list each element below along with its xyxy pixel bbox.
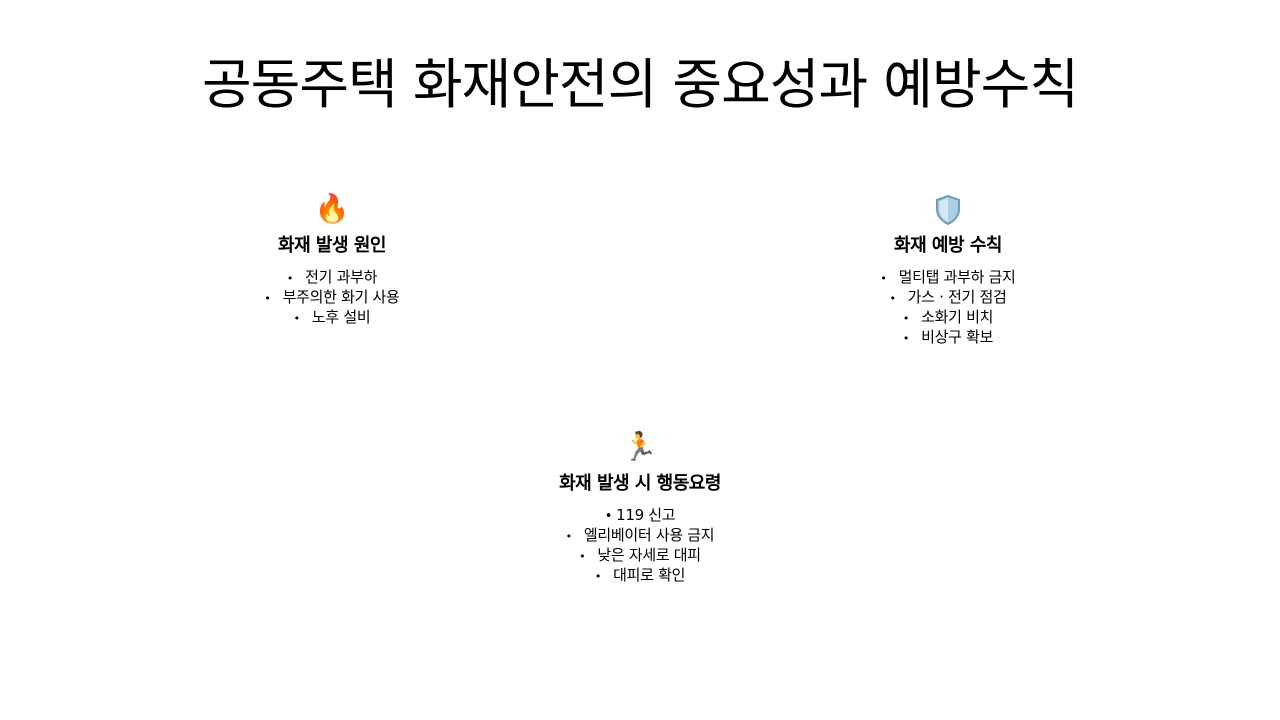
bullet-icon: • bbox=[880, 272, 887, 285]
bullet-icon: • bbox=[293, 312, 301, 325]
page-title: 공동주택 화재안전의 중요성과 예방수칙 bbox=[201, 53, 1079, 116]
bullet-list: •119 신고 •엘리베이터 사용 금지 •낮은 자세로 대피 •대피로 확인 bbox=[480, 506, 800, 586]
section-fire-action: 🏃 화재 발생 시 행동요령 •119 신고 •엘리베이터 사용 금지 •낮은 … bbox=[480, 430, 800, 586]
bullet-icon: • bbox=[579, 550, 586, 563]
section-heading: 화재 발생 시 행동요령 bbox=[559, 473, 721, 494]
bullet-icon: • bbox=[902, 332, 910, 345]
list-item: •119 신고 bbox=[604, 506, 676, 524]
bullet-icon: • bbox=[264, 292, 271, 305]
running-person-icon: 🏃 bbox=[622, 430, 658, 463]
bullet-icon: • bbox=[889, 292, 896, 305]
list-item: •전기 과부하 bbox=[286, 268, 378, 286]
bullet-icon: • bbox=[604, 509, 613, 524]
bullet-list: •멀티탭 과부하 금지 •가스 · 전기 점검 •소화기 비치 •비상구 확보 bbox=[788, 268, 1108, 348]
shield-icon bbox=[788, 192, 1108, 226]
fire-icon: 🔥 bbox=[314, 192, 350, 225]
bullet-icon: • bbox=[286, 272, 294, 285]
list-item: •노후 설비 bbox=[293, 308, 371, 326]
list-item: •부주의한 화기 사용 bbox=[264, 288, 400, 306]
list-item: •비상구 확보 bbox=[902, 328, 994, 346]
section-fire-prevention: 화재 예방 수칙 •멀티탭 과부하 금지 •가스 · 전기 점검 •소화기 비치… bbox=[788, 192, 1108, 348]
list-item: •엘리베이터 사용 금지 bbox=[565, 526, 715, 544]
list-item: •낮은 자세로 대피 bbox=[579, 546, 701, 564]
bullet-list: •전기 과부하 •부주의한 화기 사용 •노후 설비 bbox=[172, 268, 492, 328]
list-item: •멀티탭 과부하 금지 bbox=[880, 268, 1016, 286]
list-item: •대피로 확인 bbox=[594, 566, 686, 584]
bullet-icon: • bbox=[565, 530, 573, 543]
bullet-icon: • bbox=[594, 570, 602, 583]
section-fire-causes: 🔥 화재 발생 원인 •전기 과부하 •부주의한 화기 사용 •노후 설비 bbox=[172, 192, 492, 328]
list-item: •가스 · 전기 점검 bbox=[889, 288, 1007, 306]
section-heading: 화재 발생 원인 bbox=[278, 235, 386, 256]
list-item: •소화기 비치 bbox=[902, 308, 994, 326]
bullet-icon: • bbox=[902, 312, 910, 325]
section-heading: 화재 예방 수칙 bbox=[894, 235, 1002, 256]
